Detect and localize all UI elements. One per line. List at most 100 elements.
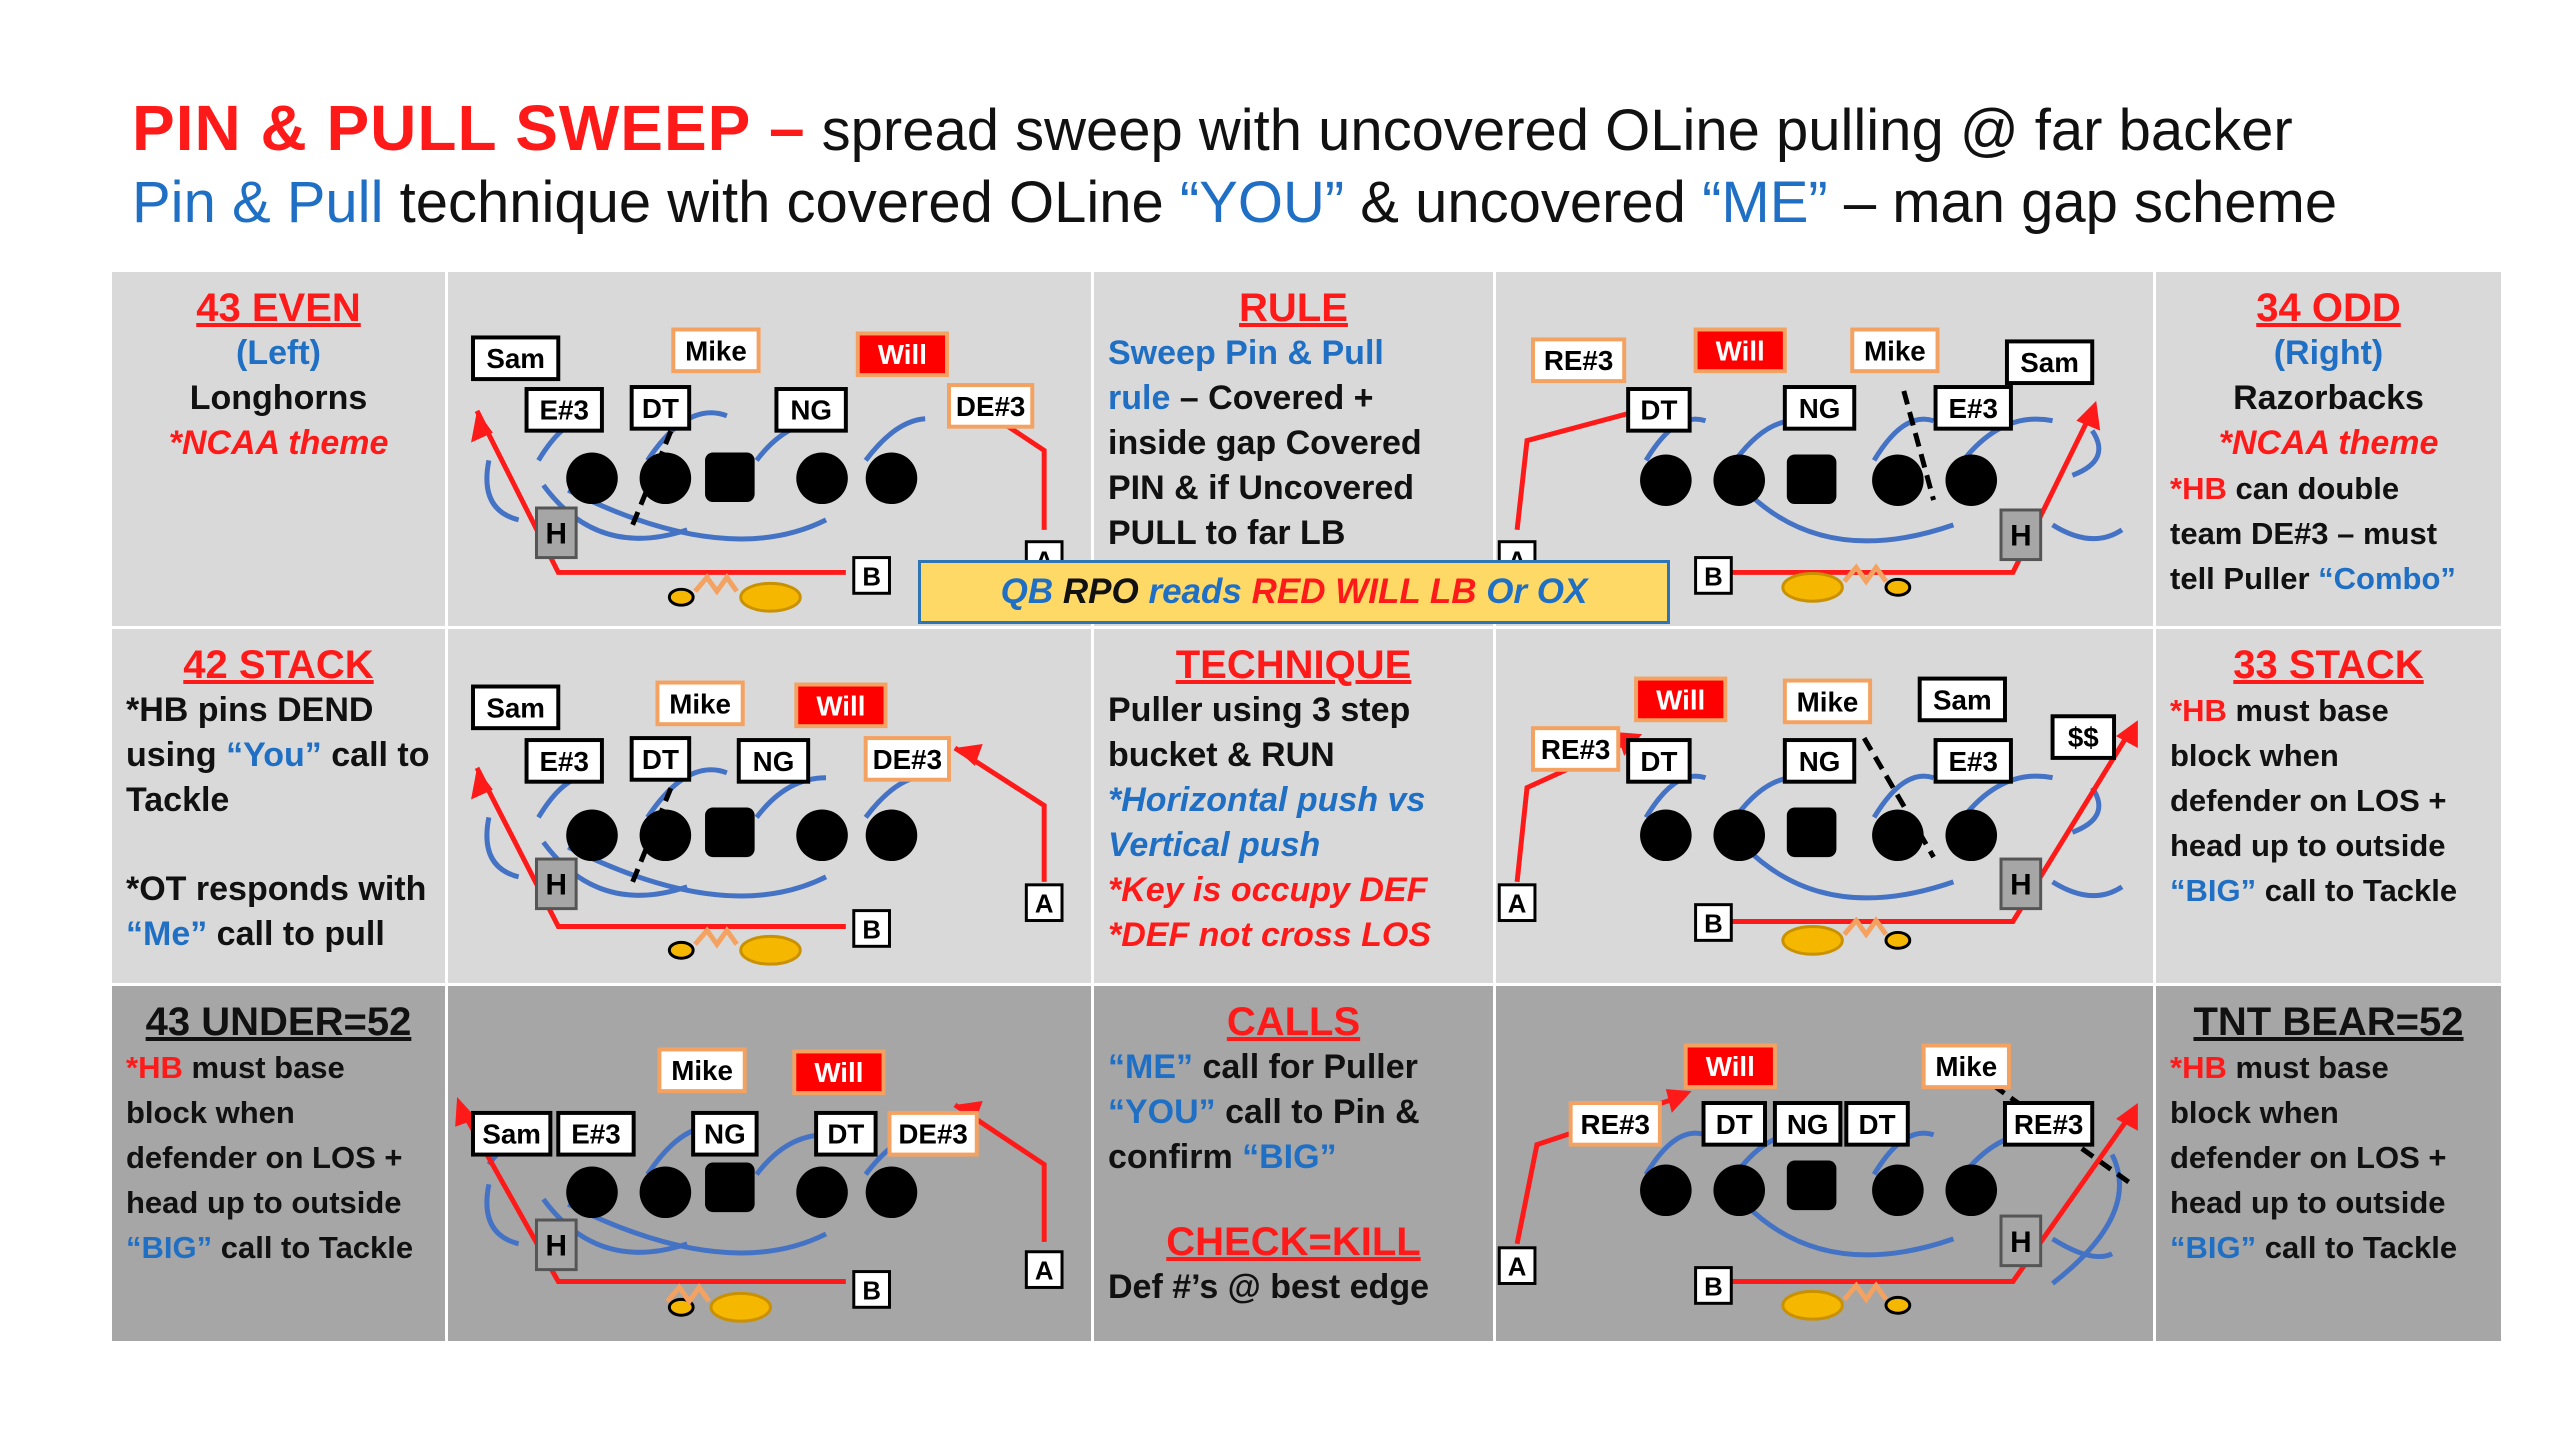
hb-label: H [2010, 520, 2031, 553]
hb-box [534, 506, 578, 560]
sam-label: Sam [482, 1119, 541, 1150]
play-diagram: H Will Mike RE#3 DT NG DT RE#3 A [1497, 1043, 2138, 1321]
note-text: call to pull [207, 915, 385, 953]
spacer [1108, 1180, 1479, 1220]
red-routes [474, 745, 1047, 929]
combo-call: “Combo” [2318, 561, 2456, 596]
odd-note-2: team DE#3 – must [2170, 516, 2438, 551]
play-description: spread sweep with uncovered OLine pullin… [805, 98, 2293, 163]
hb-note: *HB [2170, 471, 2227, 506]
ng-label: NG [1799, 746, 1841, 777]
diagram-33-stack: H Will Mike Sam RE#3 DT NG E#3 $$ [1496, 629, 2156, 986]
under-line-3: defender on LOS + [126, 1140, 403, 1175]
sam-label: Sam [1933, 684, 1992, 715]
a-label: A [1035, 891, 1054, 919]
odd-note-1: *HB can double [2170, 466, 2487, 511]
check-kill-title: CHECK=KILL [1166, 1220, 1421, 1264]
b-label: B [862, 563, 881, 591]
diagram-tnt-bear: H Will Mike RE#3 DT NG DT RE#3 A [1496, 986, 2156, 1344]
hb-label: H [546, 1230, 567, 1263]
block-path [863, 416, 926, 462]
front-nickname: Razorbacks [2233, 379, 2424, 417]
end-label: E#3 [540, 746, 589, 777]
stack33-line-4: head up to outside [2170, 828, 2446, 863]
calls-line-2: “YOU” call to Pin & [1108, 1090, 1479, 1135]
stack42-line-3: Tackle [126, 781, 230, 819]
technique-line-6: *DEF not cross LOS [1108, 916, 1432, 954]
lineman-circle [639, 452, 692, 505]
lineman-circle [639, 809, 692, 862]
oline [566, 452, 918, 505]
block-path [1643, 1130, 1707, 1176]
back-marker [709, 1291, 772, 1323]
lineman-circle [1713, 454, 1766, 507]
stack33-line-1: *HB must base [2170, 688, 2487, 733]
mike-label: Mike [1935, 1051, 1997, 1082]
diagram-43-under: H Mike Will Sam E#3 NG DT DE#3 A [448, 986, 1094, 1344]
subtitle-text-1: technique with covered OLine [383, 170, 1180, 235]
b-box [1694, 1266, 1733, 1305]
spacer [126, 823, 431, 867]
calls-title: CALLS [1226, 1000, 1361, 1044]
re-label: RE#3 [2014, 1109, 2083, 1140]
b-box [1694, 903, 1733, 942]
label-box [1701, 1101, 1767, 1147]
calls-line-1: “ME” call for Puller [1108, 1045, 1479, 1090]
a-route [953, 745, 1047, 882]
title-line: PIN & PULL SWEEP – spread sweep with unc… [132, 92, 2482, 167]
b-label: B [862, 1277, 881, 1305]
will-label: Will [878, 339, 927, 370]
sam-label: Sam [486, 343, 545, 374]
pull-route [456, 1103, 846, 1284]
cell-43-under: 43 UNDER=52 *HB must base block when def… [112, 986, 448, 1344]
back-marker [1781, 571, 1844, 603]
play-diagram: H Mike Will Sam E#3 NG DT DE#3 A [455, 1047, 1064, 1323]
lineman-circle [1872, 809, 1924, 862]
zigzag [1842, 916, 1888, 939]
qb-marker [1884, 1295, 1912, 1315]
arrowhead [2116, 720, 2138, 748]
lineman-circle [796, 1166, 848, 1219]
oline [1640, 454, 1998, 507]
note-text: must base [2226, 693, 2389, 728]
arrowhead [2116, 1103, 2138, 1131]
diagram-43-even: H Sam Mike Will E#3 DT NG DE#3 A [448, 272, 1094, 629]
you-call: “You” [226, 736, 322, 774]
hb-note: *HB [2170, 693, 2227, 728]
oline [566, 807, 918, 862]
end-label: E#3 [571, 1119, 620, 1150]
label-box [1933, 738, 2013, 784]
a-box [1024, 883, 1064, 923]
under-line-4: head up to outside [126, 1185, 402, 1220]
qb-marker [667, 587, 695, 607]
cell-43-even: 43 EVEN (Left) Longhorns *NCAA theme [112, 272, 448, 629]
label-box [671, 327, 761, 374]
zigzag [665, 1283, 712, 1306]
ng-label: NG [790, 395, 832, 426]
sam-label: Sam [486, 692, 545, 723]
block-path [567, 487, 828, 542]
play-title: PIN & PULL SWEEP – [132, 92, 806, 164]
will-box [794, 682, 888, 729]
play-grid: 43 EVEN (Left) Longhorns *NCAA theme [112, 272, 2504, 1344]
front-nickname: Longhorns [189, 379, 368, 417]
zigzag [693, 926, 739, 949]
ng-label: NG [753, 746, 795, 777]
label-box [887, 1110, 979, 1157]
hb-note: *HB [126, 1050, 183, 1085]
stack42-line-1: *HB pins DEND [126, 691, 374, 729]
lineman-circle [1945, 454, 1998, 507]
note-text: tell Puller [2170, 561, 2319, 596]
hb-label: H [2010, 1226, 2031, 1259]
block-path [2051, 1236, 2114, 1259]
mike-label: Mike [685, 335, 747, 366]
technique-line-2: bucket & RUN [1108, 736, 1335, 774]
hb-box [534, 857, 578, 911]
label-box [1844, 1101, 1910, 1147]
front-title: 33 STACK [2233, 643, 2424, 687]
b-label: B [1704, 563, 1723, 591]
lineman-circle [865, 452, 918, 505]
mike-label: Mike [1864, 335, 1926, 366]
note-text: call to Tackle [2256, 1230, 2458, 1265]
you-call: “YOU” [1108, 1093, 1216, 1131]
